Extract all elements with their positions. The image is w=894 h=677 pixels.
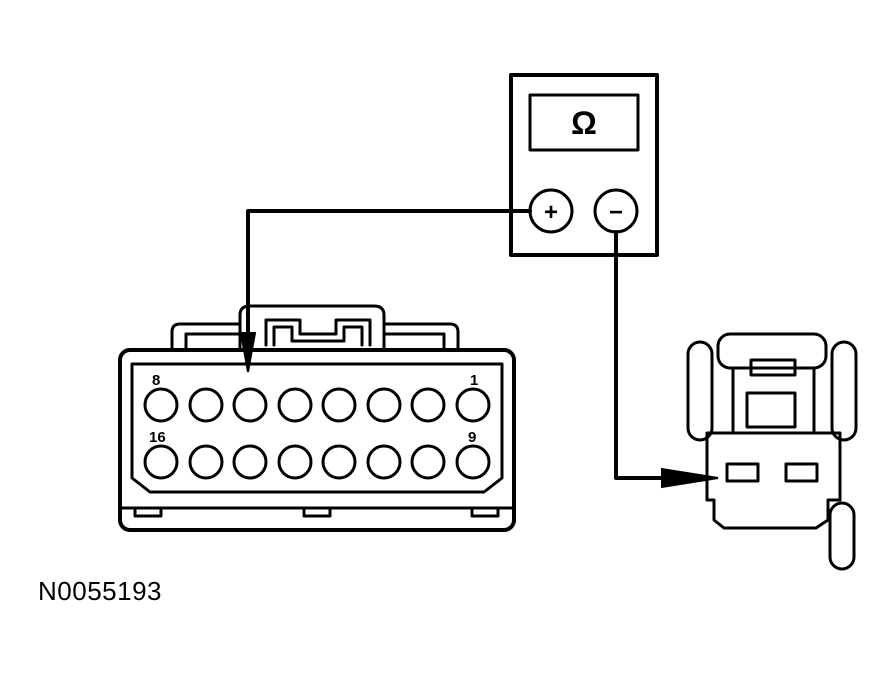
component-neck [731,366,816,435]
connector-latch-tab [264,318,372,347]
negative-terminal-label: − [609,199,623,226]
pin-cavity [143,444,179,480]
connector-latch-inner [272,325,364,347]
pin-label-16: 16 [149,429,166,446]
pin-label-9: 9 [468,429,476,446]
pin-label-8: 8 [152,372,160,389]
negative-probe-tip [661,467,719,489]
connector-housing [118,348,516,532]
component-top-slot [749,358,797,377]
figure-id: N0055193 [38,576,162,606]
pin-cavity [321,444,357,480]
connector-face [130,362,504,494]
connector-foot-center [302,506,332,518]
ohmmeter [509,73,659,257]
pin-row-bottom [143,444,491,480]
connector-left-shoulder-inner [184,332,242,352]
positive-test-lead [246,209,532,342]
negative-test-lead [614,230,667,480]
pin-cavity [455,387,491,423]
component-left-post [686,340,714,442]
connector-latch [238,304,386,352]
harness-connector [118,304,516,532]
pin-cavity [277,444,313,480]
component-terminal-left [725,462,760,483]
connector-foot-right [470,506,500,518]
component-window [745,391,797,429]
positive-terminal-label: + [544,199,558,226]
pin-cavity [232,444,268,480]
pin-cavity [366,444,402,480]
positive-probe-tip [239,332,257,373]
component-right-post [830,340,858,442]
ohmmeter-body [509,73,659,257]
pin-cavity [321,387,357,423]
pin-cavity [143,387,179,423]
component-bottom-post [828,501,856,571]
ohmmeter-display-symbol: Ω [571,105,597,141]
connector-left-shoulder [170,322,242,352]
pin-cavity [232,387,268,423]
pin-label-1: 1 [470,372,478,389]
connector-right-shoulder-inner [382,332,446,352]
pin-cavity [455,444,491,480]
connector-right-shoulder [382,322,460,352]
component-body [705,431,842,530]
pin-cavity [188,387,224,423]
component-terminal-right [784,462,819,483]
connector-foot-left [133,506,163,518]
component-connector [686,332,858,571]
pin-cavity [277,387,313,423]
component-top-rail [716,332,828,370]
pin-cavity [188,444,224,480]
pin-row-top [143,387,491,423]
pin-cavity [410,444,446,480]
pin-cavity [410,387,446,423]
ohmmeter-display [528,93,640,152]
pin-cavity [366,387,402,423]
